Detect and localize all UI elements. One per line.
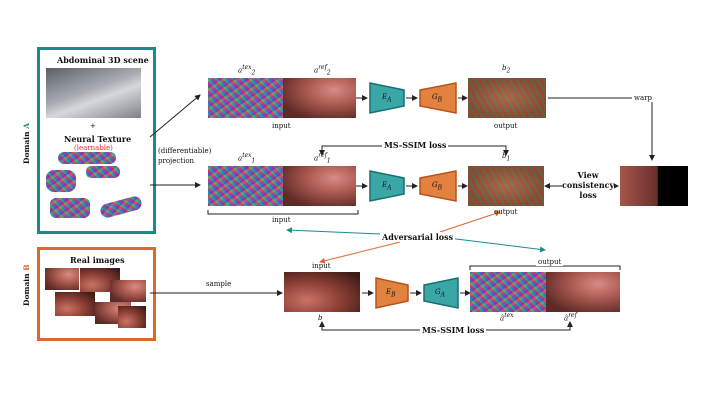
encoder-a-icon bbox=[369, 170, 405, 202]
generator-b-label: GB bbox=[432, 93, 443, 104]
row2-out-label: b1 bbox=[502, 152, 511, 163]
row3-input-label: input bbox=[312, 262, 331, 270]
row3-tex-label: âtex bbox=[500, 312, 514, 323]
texture-patch bbox=[86, 166, 120, 178]
encoder-a-icon bbox=[369, 82, 405, 114]
real-image-thumb bbox=[45, 268, 79, 290]
scene-title: Abdominal 3D scene bbox=[57, 55, 149, 65]
row1-input-label: input bbox=[272, 122, 291, 130]
row2-msssim-label: MS-SSIM loss bbox=[382, 140, 449, 150]
warp-label: warp bbox=[632, 94, 654, 102]
learnable-note: (learnable) bbox=[74, 144, 113, 152]
adversarial-loss-label: Adversarial loss bbox=[380, 232, 456, 242]
view-consistency-loss-label: View consistency loss bbox=[562, 170, 615, 200]
row2-input-label: input bbox=[272, 216, 291, 224]
encoder-b-label: EB bbox=[386, 288, 396, 299]
row3-msssim-label: MS-SSIM loss bbox=[420, 325, 487, 335]
generator-b-label: GB bbox=[432, 181, 443, 192]
row2-texture-image bbox=[208, 166, 283, 206]
row1-output-image bbox=[468, 78, 546, 118]
row3-output-label: output bbox=[536, 258, 564, 266]
real-images-title: Real images bbox=[70, 255, 125, 265]
row2-ref-label: aref1 bbox=[314, 152, 331, 165]
row2-output-image bbox=[468, 166, 544, 206]
row1-output-label: output bbox=[494, 122, 518, 130]
generator-b-icon bbox=[419, 82, 457, 114]
sample-label: sample bbox=[206, 280, 232, 288]
row3-ref-label: âref bbox=[564, 312, 577, 323]
row2-tex-label: atex1 bbox=[238, 152, 256, 165]
encoder-a-label: EA bbox=[382, 181, 392, 192]
encoder-a-label: EA bbox=[382, 93, 392, 104]
generator-a-icon bbox=[423, 277, 459, 309]
row1-out-label: b2 bbox=[502, 64, 511, 75]
domain-b-panel bbox=[37, 247, 156, 341]
domain-a-panel bbox=[37, 47, 156, 234]
plus-sign: + bbox=[90, 122, 96, 130]
abdominal-scene-render bbox=[46, 68, 141, 118]
encoder-b-icon bbox=[375, 277, 409, 309]
generator-a-label: GA bbox=[435, 288, 445, 299]
row2-reference-image bbox=[283, 166, 356, 206]
row1-texture-image bbox=[208, 78, 283, 118]
texture-patch bbox=[50, 198, 90, 218]
row3-b-label: b bbox=[318, 314, 323, 322]
row3-reference-output bbox=[546, 272, 620, 312]
neural-texture-title: Neural Texture bbox=[64, 134, 132, 144]
row2-output-label: output bbox=[494, 208, 518, 216]
projection-label: (differentiable) projection bbox=[158, 147, 212, 165]
row1-reference-image bbox=[283, 78, 356, 118]
texture-patch bbox=[58, 152, 116, 164]
texture-patch bbox=[46, 170, 76, 192]
real-image-thumb bbox=[55, 292, 95, 316]
row3-real-image bbox=[284, 272, 360, 312]
row1-tex-label: atex2 bbox=[238, 64, 256, 77]
real-image-thumb bbox=[110, 280, 146, 302]
row1-ref-label: aref2 bbox=[314, 64, 331, 77]
warped-output-image bbox=[620, 166, 688, 206]
real-image-thumb bbox=[118, 306, 146, 328]
row3-texture-output bbox=[470, 272, 546, 312]
generator-b-icon bbox=[419, 170, 457, 202]
